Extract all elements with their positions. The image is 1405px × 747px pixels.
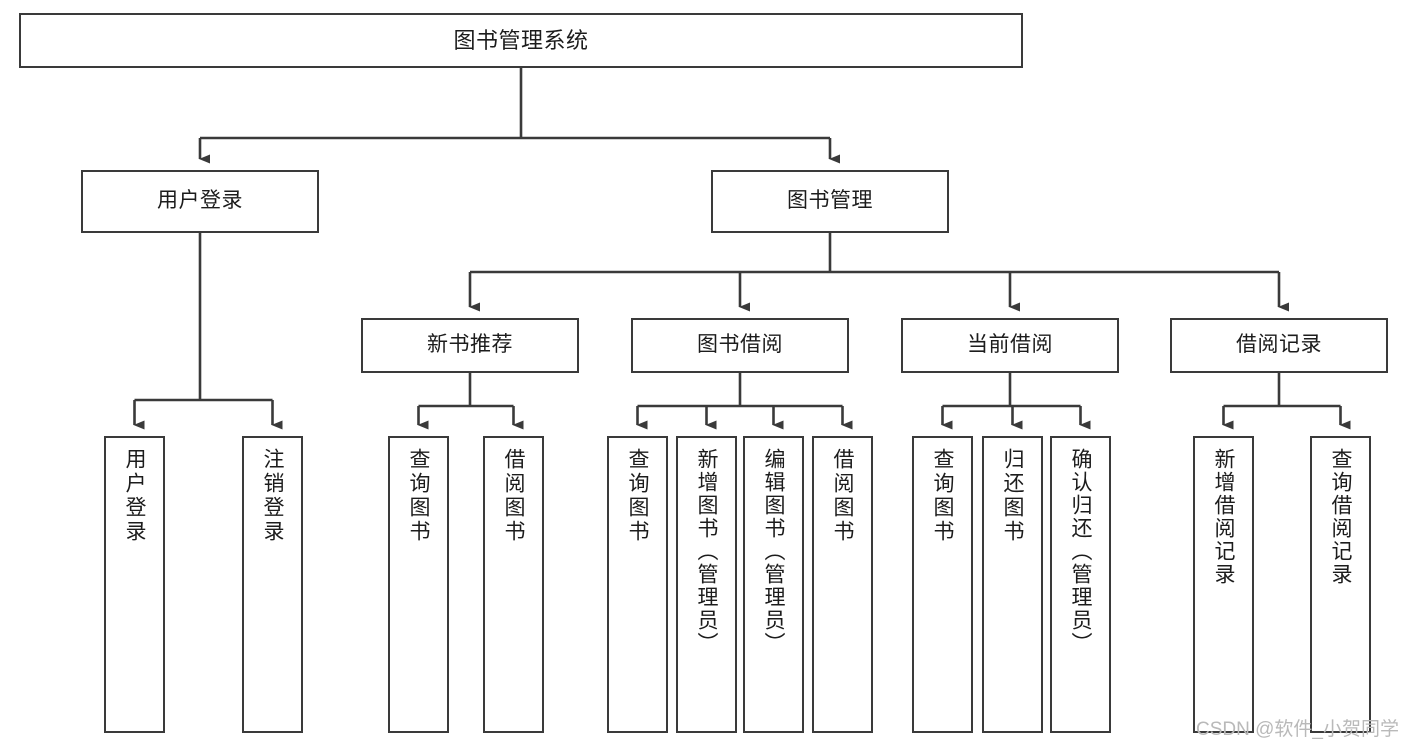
node-label-l2b: 图书借阅 bbox=[697, 333, 783, 357]
node-label-l1b: 图书管理 bbox=[787, 189, 873, 213]
node-label-l2d: 借阅记录 bbox=[1236, 333, 1322, 357]
node-label-leaf3: 查询图书 bbox=[407, 448, 430, 544]
node-leaf12[interactable]: 新增借阅记录 bbox=[1193, 436, 1254, 733]
node-root[interactable]: 图书管理系统 bbox=[19, 13, 1023, 68]
node-leaf3[interactable]: 查询图书 bbox=[388, 436, 449, 733]
node-label-leaf12: 新增借阅记录 bbox=[1212, 448, 1235, 586]
node-l2a[interactable]: 新书推荐 bbox=[361, 318, 579, 373]
csdn-watermark: CSDN @软件_小贺同学 bbox=[1196, 719, 1399, 740]
node-label-leaf10: 归还图书 bbox=[1001, 448, 1024, 544]
node-leaf11[interactable]: 确认归还（管理员） bbox=[1050, 436, 1111, 733]
node-label-leaf6: 新增图书（管理员） bbox=[695, 448, 718, 655]
node-label-leaf11: 确认归还（管理员） bbox=[1069, 448, 1092, 655]
node-l1a[interactable]: 用户登录 bbox=[81, 170, 319, 233]
node-l2b[interactable]: 图书借阅 bbox=[631, 318, 849, 373]
node-label-leaf13: 查询借阅记录 bbox=[1329, 448, 1352, 586]
node-leaf7[interactable]: 编辑图书（管理员） bbox=[743, 436, 804, 733]
node-leaf2[interactable]: 注销登录 bbox=[242, 436, 303, 733]
node-label-leaf9: 查询图书 bbox=[931, 448, 954, 544]
node-l2c[interactable]: 当前借阅 bbox=[901, 318, 1119, 373]
node-label-leaf7: 编辑图书（管理员） bbox=[762, 448, 785, 655]
node-label-leaf1: 用户登录 bbox=[123, 448, 146, 544]
node-leaf8[interactable]: 借阅图书 bbox=[812, 436, 873, 733]
node-leaf4[interactable]: 借阅图书 bbox=[483, 436, 544, 733]
node-l1b[interactable]: 图书管理 bbox=[711, 170, 949, 233]
node-leaf10[interactable]: 归还图书 bbox=[982, 436, 1043, 733]
node-leaf6[interactable]: 新增图书（管理员） bbox=[676, 436, 737, 733]
node-label-l2a: 新书推荐 bbox=[427, 333, 513, 357]
node-l2d[interactable]: 借阅记录 bbox=[1170, 318, 1388, 373]
node-label-leaf8: 借阅图书 bbox=[831, 448, 854, 544]
node-leaf13[interactable]: 查询借阅记录 bbox=[1310, 436, 1371, 733]
node-leaf5[interactable]: 查询图书 bbox=[607, 436, 668, 733]
node-label-l2c: 当前借阅 bbox=[967, 333, 1053, 357]
node-label-leaf5: 查询图书 bbox=[626, 448, 649, 544]
node-label-l1a: 用户登录 bbox=[157, 189, 243, 213]
node-label-leaf2: 注销登录 bbox=[261, 448, 284, 544]
node-label-root: 图书管理系统 bbox=[453, 27, 589, 53]
node-leaf9[interactable]: 查询图书 bbox=[912, 436, 973, 733]
node-label-leaf4: 借阅图书 bbox=[502, 448, 525, 544]
node-leaf1[interactable]: 用户登录 bbox=[104, 436, 165, 733]
